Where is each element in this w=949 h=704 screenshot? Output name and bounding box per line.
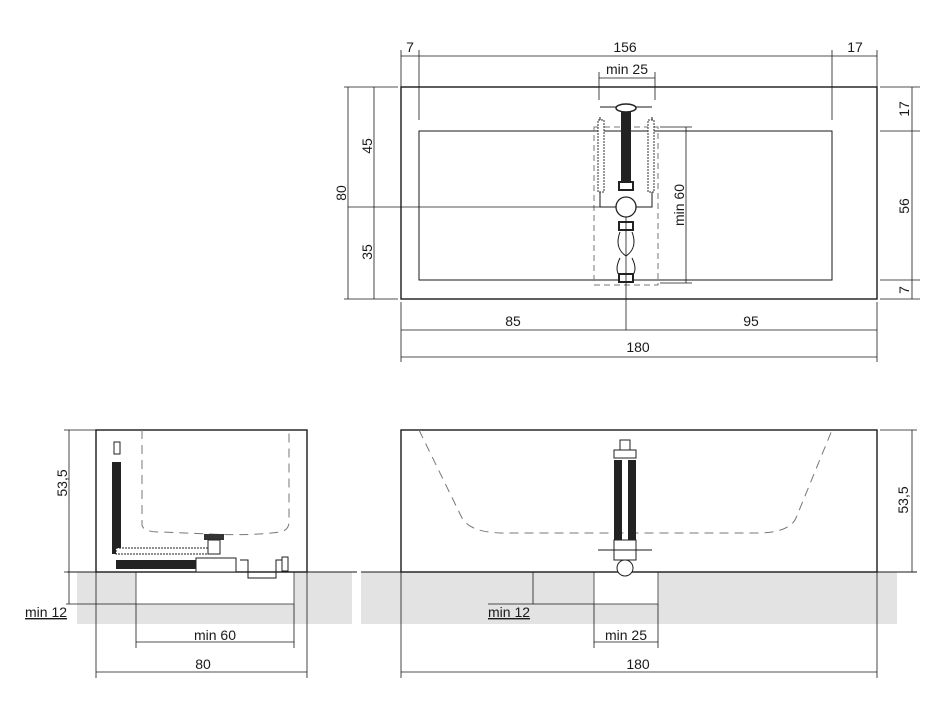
dim-bottom-margin: 7 <box>896 286 912 294</box>
dim-total-width: 80 <box>333 185 349 201</box>
mixer-front-icon <box>598 439 652 577</box>
dim-inner-length: 156 <box>613 39 637 55</box>
dim-left-to-mixer: 85 <box>505 313 521 329</box>
dim-front-height: 53,5 <box>895 486 911 513</box>
dim-inner-width: 56 <box>896 198 912 214</box>
side-view: 53,5 min 12 min 60 80 <box>25 429 357 678</box>
dim-front-recess-width: min 25 <box>605 627 647 643</box>
dim-left-margin: 7 <box>406 39 414 55</box>
dim-side-recess-width: min 60 <box>194 627 236 643</box>
top-view: 7 156 17 min 25 17 56 7 80 45 35 min 60 … <box>333 39 920 362</box>
dim-right-margin: 17 <box>847 39 863 55</box>
dim-front-total-length: 180 <box>626 656 650 672</box>
drain-waste-icon <box>112 441 289 579</box>
dim-upper-to-mixer: 45 <box>359 138 375 154</box>
tub-outline-front <box>400 429 878 573</box>
dim-right-to-mixer: 95 <box>743 313 759 329</box>
dim-mixer-width: min 25 <box>606 61 648 77</box>
mixer-icon <box>593 103 659 286</box>
dim-side-recess-depth: min 12 <box>25 604 67 620</box>
dim-front-recess-depth: min 12 <box>488 604 530 620</box>
dim-side-total-width: 80 <box>195 656 211 672</box>
dim-side-height: 53,5 <box>54 469 70 496</box>
dim-mixer-length: min 60 <box>671 184 687 226</box>
dim-total-length: 180 <box>626 339 650 355</box>
dim-top-margin: 17 <box>896 101 912 117</box>
front-view: 53,5 min 12 min 25 180 <box>361 429 917 678</box>
dim-lower-to-mixer: 35 <box>359 244 375 260</box>
tub-outline-top <box>400 86 878 300</box>
